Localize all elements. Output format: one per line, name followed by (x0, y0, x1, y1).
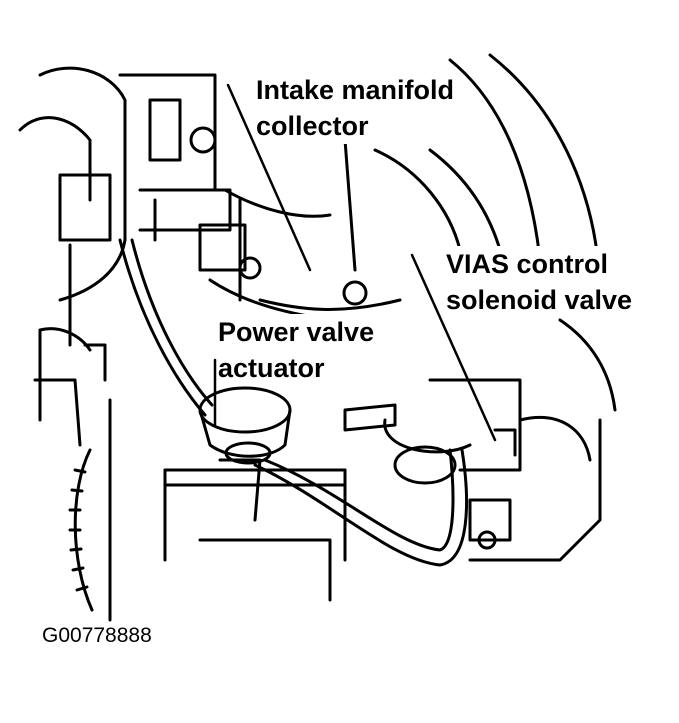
label-vias-control-solenoid-valve: VIAS control solenoid valve (446, 246, 633, 318)
vacuum-hoses (118, 238, 469, 602)
vias-solenoid-assembly (343, 378, 522, 550)
intake-runners (343, 53, 617, 562)
label-intake-line-2: collector (256, 111, 369, 141)
engine-block-left (18, 66, 232, 447)
pulley-gear (68, 398, 112, 622)
figure-code: G00778888 (42, 624, 152, 647)
power-valve-actuator-part (198, 386, 292, 522)
leader-lines (213, 83, 497, 442)
label-power-line-2: actuator (218, 353, 325, 383)
label-vias-line-2: solenoid valve (446, 285, 633, 315)
label-vias-line-1: VIAS control (446, 249, 609, 279)
label-power-line-1: Power valve (218, 317, 375, 347)
label-intake-line-1: Intake manifold (256, 75, 455, 105)
label-power-valve-actuator: Power valve actuator (218, 314, 375, 386)
label-intake-manifold-collector: Intake manifold collector (256, 72, 455, 144)
